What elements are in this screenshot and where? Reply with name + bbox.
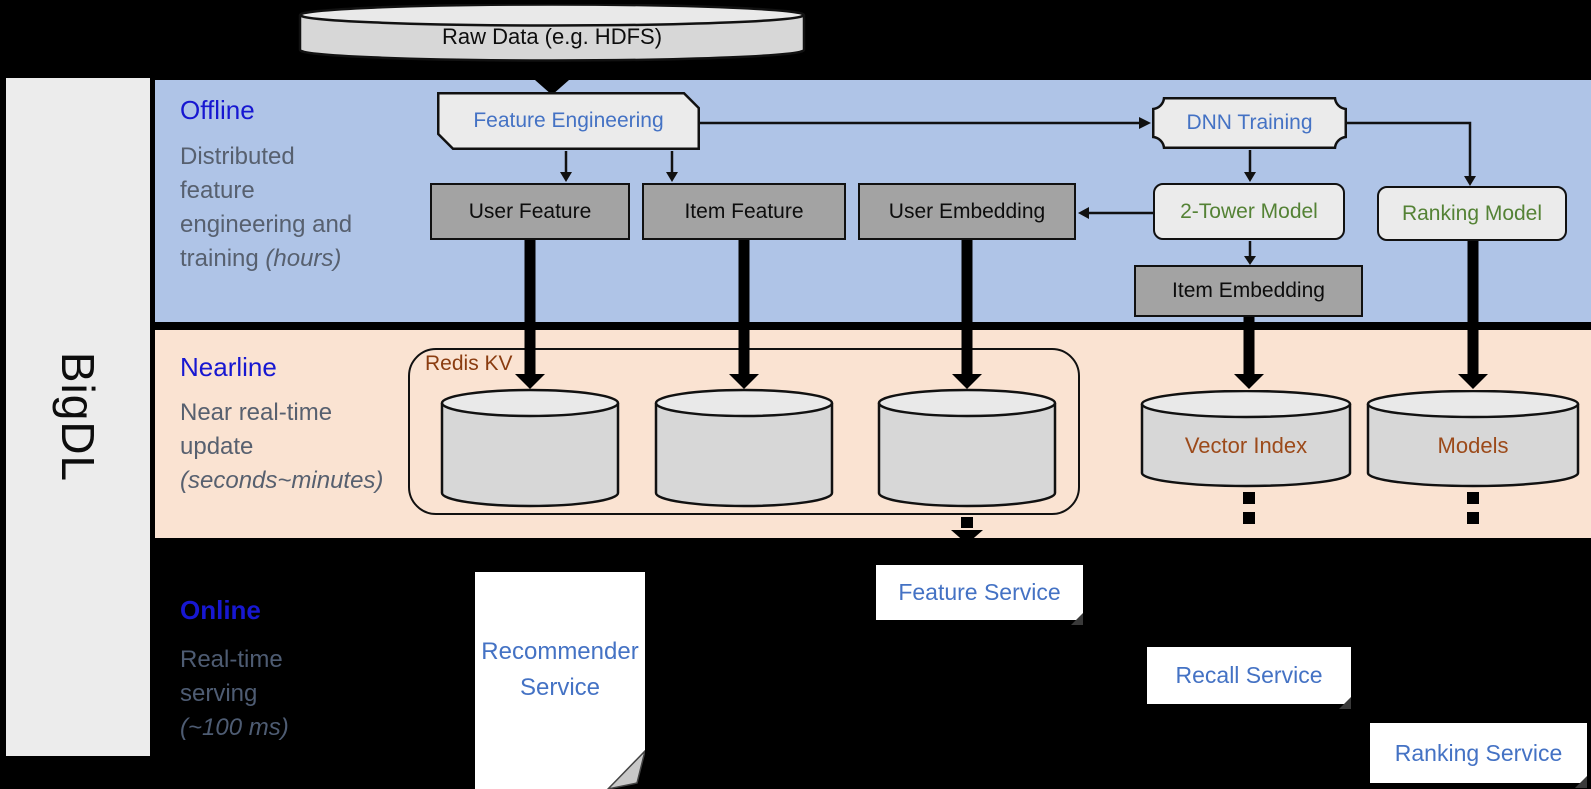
raw-data-cylinder: Raw Data (e.g. HDFS) <box>298 3 806 62</box>
offline-desc-line-2: feature <box>180 177 255 204</box>
bigdl-logo-text: BigDL <box>51 351 104 483</box>
two-tower-model-node: 2-Tower Model <box>1153 183 1345 240</box>
offline-desc-line-4-plain: training <box>180 245 266 272</box>
nearline-desc-line-2: update <box>180 433 254 460</box>
recommender-service-label: Recommender Service <box>475 634 645 706</box>
offline-lane-title: Offline <box>180 95 255 125</box>
online-lane-title: Online <box>180 595 261 625</box>
redis-kv-label: Redis KV <box>425 352 513 375</box>
dnn-training-node: DNN Training <box>1152 97 1347 149</box>
dnn-training-label: DNN Training <box>1186 111 1313 134</box>
models-label: Models <box>1437 433 1509 458</box>
vector-index-cylinder: Vector Index <box>1140 389 1352 488</box>
recommender-service-line-1: Recommender <box>481 638 639 665</box>
nearline-desc-line-3-italic: (seconds~minutes) <box>180 467 384 494</box>
recall-service-node: Recall Service <box>1147 647 1351 709</box>
vector-index-label: Vector Index <box>1184 433 1308 458</box>
user-feature-node: User Feature <box>430 183 630 240</box>
raw-data-label: Raw Data (e.g. HDFS) <box>441 24 663 49</box>
page-curl-icon <box>1575 776 1587 788</box>
redis-cylinder-2 <box>654 388 834 508</box>
feature-service-node: Feature Service <box>876 565 1083 625</box>
cylinder-shape <box>298 3 806 62</box>
beveled-box-shape <box>437 92 700 150</box>
feature-engineering-label: Feature Engineering <box>473 109 664 132</box>
models-cylinder: Models <box>1366 389 1580 488</box>
item-feature-node: Item Feature <box>642 183 846 240</box>
cylinder-shape <box>654 388 834 508</box>
ranking-service-node: Ranking Service <box>1370 723 1587 788</box>
offline-desc-line-1: Distributed <box>180 143 295 170</box>
feature-service-label: Feature Service <box>898 579 1061 605</box>
nearline-lane-description: Near real-time update (seconds~minutes) <box>180 396 383 498</box>
recall-service-label: Recall Service <box>1175 662 1323 688</box>
item-embedding-node: Item Embedding <box>1134 265 1363 317</box>
plaque-box-shape <box>1152 97 1347 149</box>
redis-cylinder-3 <box>877 388 1057 508</box>
offline-lane-description: Distributed feature engineering and trai… <box>180 140 352 276</box>
online-desc-line-1: Real-time <box>180 646 283 673</box>
nearline-lane-title: Nearline <box>180 352 277 382</box>
cylinder-shape <box>1140 389 1352 488</box>
online-desc-line-3: (~100 ms) <box>180 711 289 745</box>
offline-desc-line-4-italic: (hours) <box>265 245 342 272</box>
online-desc-line-3-italic: (~100 ms) <box>180 714 289 741</box>
document-shape <box>475 572 647 789</box>
ranking-service-label: Ranking Service <box>1394 739 1563 766</box>
nearline-desc-line-1: Near real-time <box>180 399 333 426</box>
ranking-model-node: Ranking Model <box>1377 186 1567 241</box>
online-desc-line-2: serving <box>180 680 258 707</box>
user-embedding-node: User Embedding <box>858 183 1076 240</box>
nearline-desc-line-3: (seconds~minutes) <box>180 464 383 498</box>
offline-desc-line-4: training (hours) <box>180 242 352 276</box>
cylinder-shape <box>877 388 1057 508</box>
cylinder-shape <box>440 388 620 508</box>
recommender-service-line-2: Service <box>519 674 601 701</box>
redis-cylinder-1 <box>440 388 620 508</box>
page-curl-icon <box>1339 697 1351 709</box>
cylinder-shape <box>1366 389 1580 488</box>
feature-engineering-node: Feature Engineering <box>437 92 700 150</box>
recommender-service-node: Recommender Service <box>475 572 647 789</box>
bigdl-sidebar: BigDL <box>6 78 150 756</box>
offline-desc-line-3: engineering and <box>180 211 353 238</box>
page-curl-icon <box>1071 613 1083 625</box>
nearline-lane-band <box>155 330 1591 538</box>
online-lane-description: Real-time serving (~100 ms) <box>180 643 289 745</box>
